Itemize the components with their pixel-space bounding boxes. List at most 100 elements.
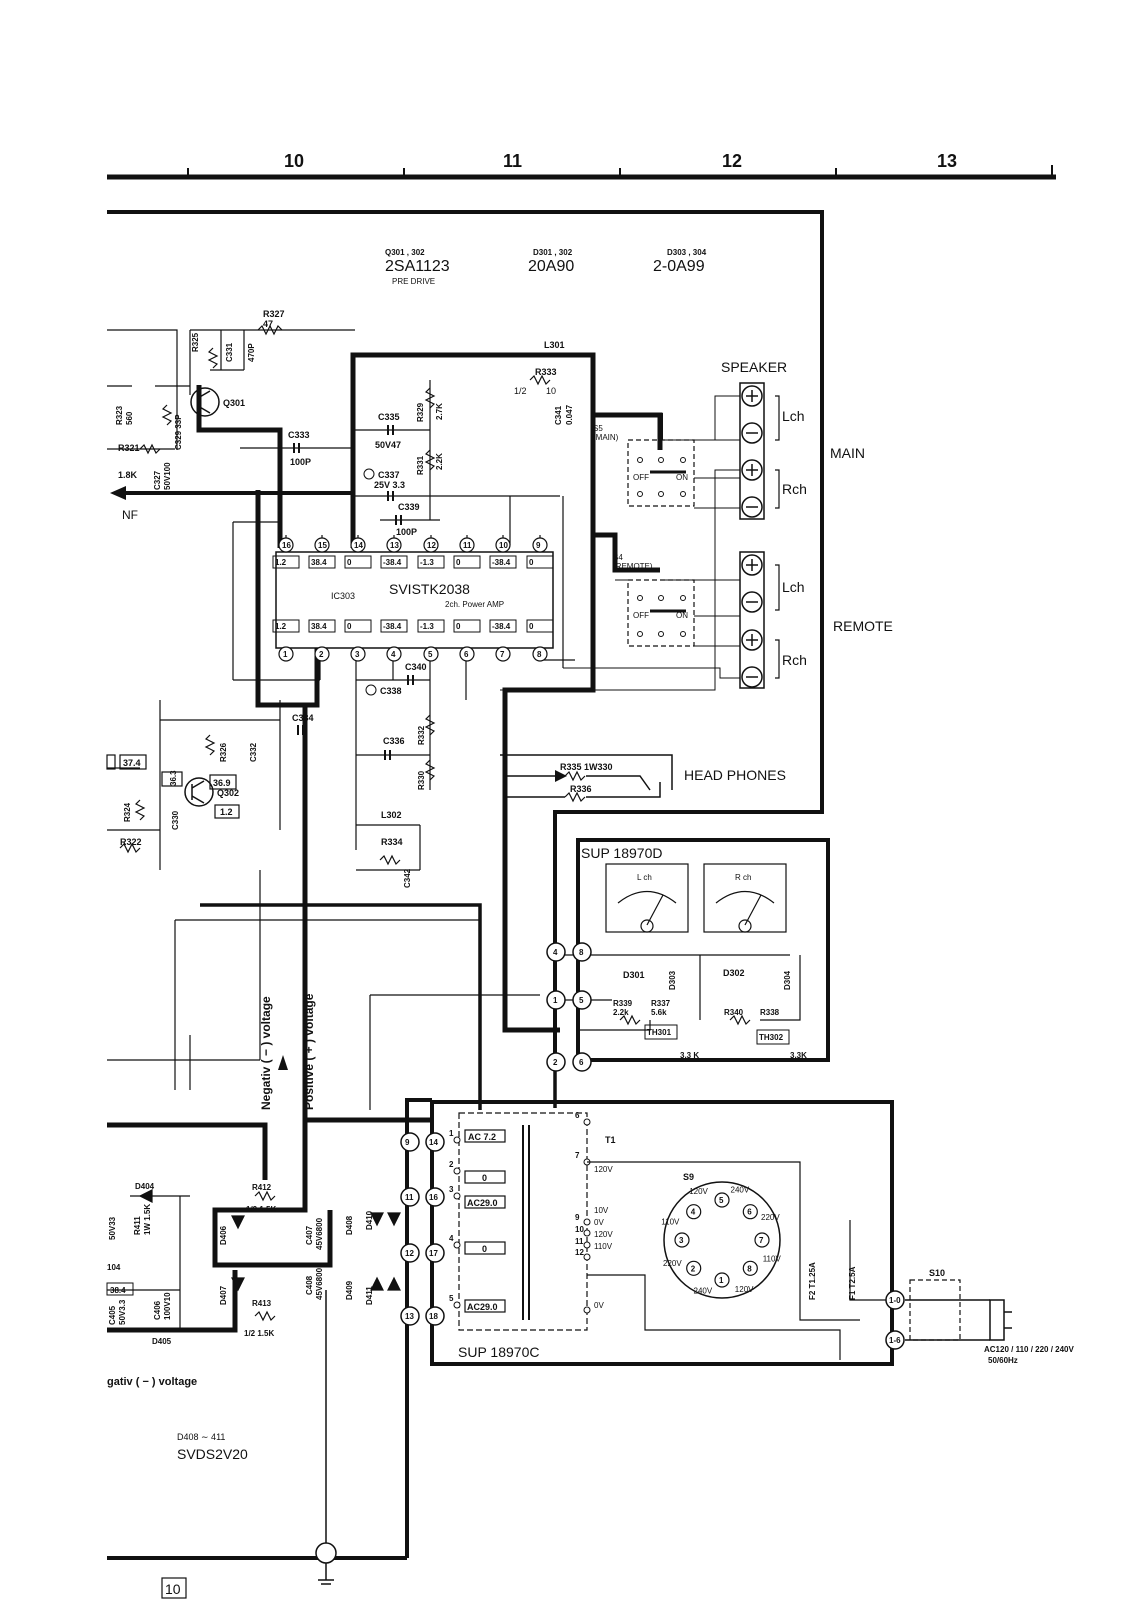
c334-label: C334 <box>292 713 314 723</box>
ruler-mark-12: 12 <box>722 151 742 171</box>
r323-value: 560 <box>125 411 134 425</box>
c327-label: C327 <box>153 470 162 490</box>
ic-pin-top <box>386 537 402 553</box>
th302 <box>756 1029 790 1045</box>
power-connector-number: 9 <box>405 1138 410 1147</box>
c331-label: C331 <box>225 342 234 362</box>
ic-volt-box <box>453 555 481 569</box>
tap-number: 6 <box>575 1111 580 1120</box>
transformer-winding-boxes <box>464 1129 506 1313</box>
selector-voltage: 120V <box>689 1187 708 1196</box>
ic-pin-bottom <box>459 646 475 662</box>
ic-volt-top: -38.4 <box>383 558 402 567</box>
tap-number: 12 <box>575 1248 584 1257</box>
selector-voltage: 220V <box>761 1213 780 1222</box>
plug-connector <box>885 1290 905 1310</box>
ic-pin-bottom <box>423 646 439 662</box>
ic-pin-number: 9 <box>536 541 541 550</box>
tap-number: 2 <box>449 1160 454 1169</box>
ic-volt-top: 1.2 <box>275 558 287 567</box>
switch-contacts <box>500 395 740 691</box>
c336-label: C336 <box>383 736 405 746</box>
d407-label: D407 <box>219 1285 228 1305</box>
ic-pin-bottom <box>386 646 402 662</box>
ic-pin-number: 15 <box>318 541 327 550</box>
meter-connector-pin <box>572 990 592 1010</box>
ic-volt-bottom: -38.4 <box>492 622 511 631</box>
c333-label: C333 <box>288 430 310 440</box>
meter-needles <box>560 891 801 1031</box>
ic-pin-number: 13 <box>390 541 399 550</box>
ic-volt-bottom: -1.3 <box>420 622 434 631</box>
ruler-mark-10: 10 <box>284 151 304 171</box>
power-connector-left <box>400 1243 420 1263</box>
main-label: MAIN <box>830 445 865 461</box>
power-connector-number: 11 <box>405 1193 414 1202</box>
c330-label: C330 <box>171 810 180 830</box>
meter-pin-number: 5 <box>579 996 584 1005</box>
ic-volt-box <box>344 555 372 569</box>
tap-0v: 0V <box>594 1218 604 1227</box>
tap-pin <box>453 1167 461 1175</box>
lower-diodes <box>107 1189 401 1330</box>
q302-transistor <box>184 777 214 807</box>
r323-label: R323 <box>115 405 124 425</box>
tap-pin <box>583 1241 591 1249</box>
th302-value: 3.3K <box>790 1051 807 1060</box>
r322-label: R322 <box>120 837 142 847</box>
remote-label: REMOTE <box>833 618 893 634</box>
speaker-terminal-main <box>739 382 765 520</box>
tap-pin <box>583 1118 591 1126</box>
neg-voltage-arrow <box>278 1055 288 1070</box>
diode-range: D408 ∼ 411 <box>177 1432 225 1442</box>
c329-label: C329 33P <box>174 414 183 450</box>
r330-label: R330 <box>417 770 426 790</box>
selector-pin-number: 2 <box>691 1264 696 1273</box>
c335-label: C335 <box>378 412 400 422</box>
q301-transistor <box>190 387 220 417</box>
c406-value: 100V10 <box>163 1292 172 1320</box>
selector-pin-number: 5 <box>719 1196 724 1205</box>
c405-value: 50V3.3 <box>118 1299 127 1325</box>
ic-volt-box <box>526 555 554 569</box>
selector-pin-number: 7 <box>759 1236 764 1245</box>
ic-volt-box <box>308 619 336 633</box>
d405-label: D405 <box>152 1337 172 1346</box>
ac-input-label: AC120 / 110 / 220 / 240V <box>984 1345 1075 1354</box>
tap-110v: 110V <box>594 1242 613 1251</box>
th301-value: 3.3 K <box>680 1051 699 1060</box>
r329-label: R329 <box>416 402 425 422</box>
d409-label: D409 <box>345 1280 354 1300</box>
ic-pin-number: 1 <box>283 650 288 659</box>
r321-value: 1.8K <box>118 470 138 480</box>
c331-value: 470P <box>247 343 256 362</box>
c406-label: C406 <box>153 1300 162 1320</box>
r334-label: R334 <box>381 837 403 847</box>
plug-number: 1-0 <box>889 1296 901 1305</box>
c338-label: C338 <box>380 686 402 696</box>
neg-voltage-label-2: gativ ( − ) voltage <box>107 1376 197 1388</box>
ic-pin-number: 5 <box>428 650 433 659</box>
speaker-brackets <box>775 395 780 679</box>
ic-volt-bottom: 38.4 <box>311 622 327 631</box>
r325-label: R325 <box>191 332 200 352</box>
r332-label: R332 <box>417 725 426 745</box>
plug-connector <box>885 1330 905 1350</box>
ic-pin-bottom <box>278 646 294 662</box>
plug-number: 1-6 <box>889 1336 901 1345</box>
ic-pin-bottom <box>495 646 511 662</box>
power-connector-number: 17 <box>429 1249 438 1258</box>
ic-pin-number: 10 <box>499 541 508 550</box>
c335-value: 50V47 <box>375 440 401 450</box>
r340-label: R340 <box>724 1008 744 1017</box>
ic-volt-top: -38.4 <box>492 558 511 567</box>
c337-note-marker <box>363 468 375 480</box>
ic-volt-box <box>344 619 372 633</box>
ic-volt-bottom: 0 <box>456 622 461 631</box>
c408-label: C408 <box>305 1275 314 1295</box>
ac-plug <box>905 1299 1012 1341</box>
selector-pin-number: 1 <box>719 1276 724 1285</box>
ic-pin-top <box>314 537 330 553</box>
ac29-a: AC29.0 <box>467 1198 498 1208</box>
